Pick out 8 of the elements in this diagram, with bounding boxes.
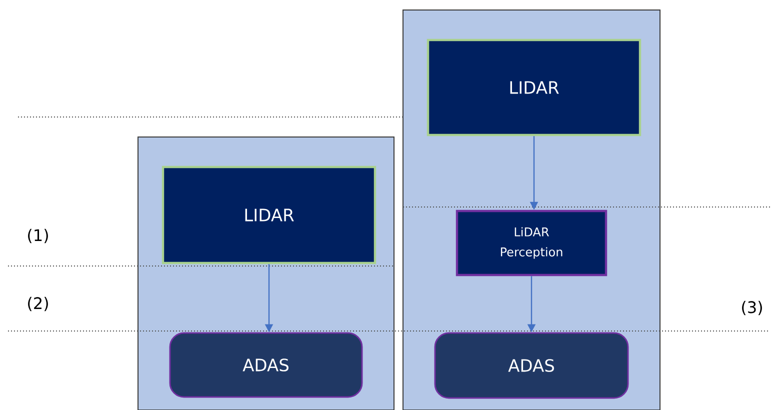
sensor-box: LIDAR bbox=[162, 166, 376, 264]
step-number: (3) bbox=[742, 300, 762, 316]
sensor-box: LIDAR bbox=[426, 38, 642, 136]
process-box: LiDAR Perception bbox=[456, 210, 608, 276]
rounded-box: ADAS bbox=[169, 332, 363, 398]
rounded-box: ADAS bbox=[434, 332, 629, 399]
step-number: (2) bbox=[28, 296, 48, 312]
step-number: (1) bbox=[28, 228, 48, 244]
